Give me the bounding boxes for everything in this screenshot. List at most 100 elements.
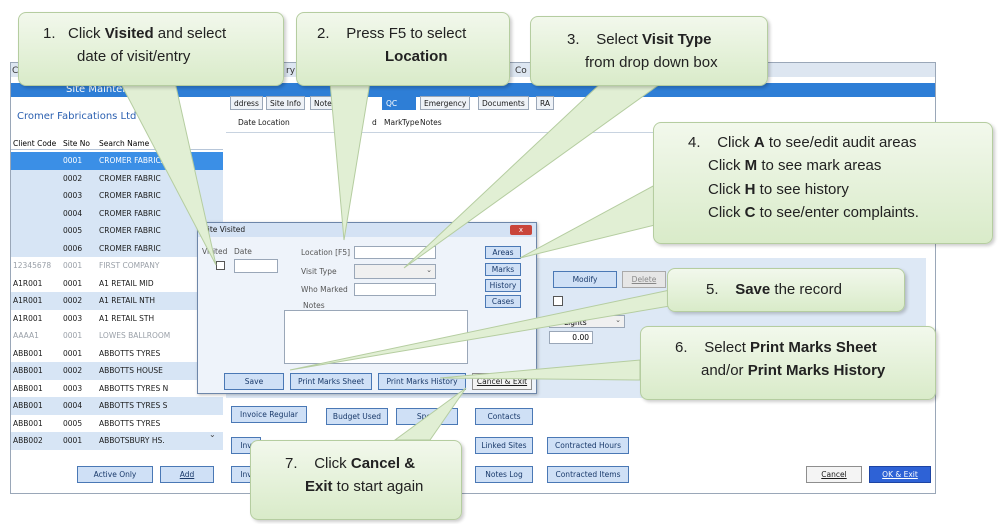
callout-2-text: Press F5 to select [346, 25, 467, 42]
dialog-title: Site Visited [198, 223, 536, 237]
visit-type-select[interactable]: ⌄ [354, 264, 436, 279]
list-cell-name: FIRST COMPANY [99, 261, 160, 270]
contracted-hours-button[interactable]: Contracted Hours [547, 437, 629, 454]
linked-sites-button[interactable]: Linked Sites [475, 437, 533, 454]
tab-ra[interactable]: RA [536, 96, 555, 110]
chevron-down-icon: ⌄ [615, 316, 621, 324]
callout-5-text: the record [770, 281, 842, 298]
tab-emergency[interactable]: Emergency [420, 96, 471, 110]
who-marked-field[interactable] [354, 283, 436, 296]
cases-button[interactable]: Cases [485, 295, 521, 308]
tab-documents[interactable]: Documents [478, 96, 529, 110]
callout-7-bold-1: Cancel & [350, 455, 416, 472]
callout-6-text: Select [704, 339, 751, 356]
save-button[interactable]: Save [224, 373, 284, 390]
tab-address[interactable]: ddress [230, 96, 263, 110]
callout-4-post-4: to see/enter complaints. [755, 203, 919, 221]
print-marks-sheet-button[interactable]: Print Marks Sheet [290, 373, 372, 390]
history-button[interactable]: History [485, 279, 521, 292]
tab-qc[interactable]: QC [382, 96, 416, 110]
contracted-items-button[interactable]: Contracted Items [547, 466, 629, 483]
modify-button[interactable]: Modify [553, 271, 617, 288]
chevron-down-icon: ⌄ [426, 266, 432, 274]
special-button[interactable]: Speci [396, 408, 458, 425]
cancel-button[interactable]: Cancel [806, 466, 862, 483]
title-fragment-mid: ry [286, 66, 296, 76]
active-only-button[interactable]: Active Only [77, 466, 153, 483]
callout-1-number: 1. [43, 25, 56, 42]
cancel-exit-button[interactable]: Cancel & Exit [472, 373, 532, 390]
notes-log-button[interactable]: Notes Log [475, 466, 533, 483]
callout-4-number: 4. [688, 134, 701, 151]
date-label: Date [234, 247, 252, 256]
notes-textarea[interactable] [284, 310, 468, 364]
breadcrumb: Site Maintenance [66, 84, 153, 95]
location-field[interactable] [354, 246, 436, 259]
print-marks-history-button[interactable]: Print Marks History [378, 373, 466, 390]
tab-notes[interactable]: Note [310, 96, 336, 110]
budget-used-button[interactable]: Budget Used [326, 408, 388, 425]
date-field[interactable] [234, 259, 278, 273]
list-item[interactable]: 0004 CROMER FABRIC [11, 204, 223, 222]
callout-7-text: Click [314, 455, 351, 472]
areas-button[interactable]: Areas [485, 246, 521, 259]
callout-1-bold: Visited [104, 25, 154, 42]
site-list-header: Client Code Site No Search Name [11, 136, 223, 150]
callout-4-text-1: Click [717, 134, 754, 151]
tab-site-info[interactable]: Site Info [266, 96, 305, 110]
list-header-client-code: Client Code [13, 139, 57, 148]
callout-4-text-2: Click [708, 157, 745, 175]
callout-4-text-4: Click [708, 203, 745, 221]
callout-4-bold-3: H [744, 180, 756, 198]
ok-exit-button[interactable]: OK & Exit [869, 466, 931, 483]
list-cell-code: 12345678 [13, 261, 52, 270]
list-cell-code: A1R001 [13, 278, 43, 288]
grid-header-location: Location [258, 118, 290, 127]
list-cell-code: ABB002 [13, 436, 43, 445]
add-button[interactable]: Add [160, 466, 214, 483]
list-cell-site: 0002 [63, 173, 83, 183]
close-icon[interactable]: x [510, 225, 532, 235]
list-cell-code: ABB001 [13, 418, 43, 428]
list-cell-name: ABBOTTS TYRES [99, 418, 161, 428]
contacts-button[interactable]: Contacts [475, 408, 533, 425]
callout-6-bold-2: Print Marks History [747, 361, 886, 379]
delete-button[interactable]: Delete [622, 271, 666, 288]
list-scroll-down-icon[interactable]: ⌄ [209, 430, 216, 439]
callout-3-bold: Visit Type [642, 31, 712, 48]
visited-checkbox[interactable] [216, 261, 225, 270]
list-cell-site: 0004 [63, 208, 83, 218]
lighting-select[interactable]: Lights ⌄ [549, 315, 625, 328]
grid-header-mark: Mark [384, 118, 403, 127]
list-cell-name: LOWES BALLROOM [99, 331, 171, 340]
list-cell-code: ABB001 [13, 383, 43, 393]
visited-label: Visited [202, 247, 228, 256]
amount-field[interactable]: 0.00 [549, 331, 593, 344]
callout-1-text-2: and select [153, 25, 227, 42]
invoice-regular-button[interactable]: Invoice Regular [231, 406, 307, 423]
detail-checkbox[interactable] [553, 296, 563, 306]
callout-4-post-3: to see history [755, 180, 849, 198]
marks-button[interactable]: Marks [485, 263, 521, 276]
list-cell-name: A1 RETAIL STH [99, 313, 155, 323]
list-cell-name: CROMER FABRICAT [99, 156, 170, 165]
callout-2-bold: Location [385, 47, 448, 65]
list-cell-name: CROMER FABRIC [99, 208, 161, 218]
list-cell-site: 0001 [63, 278, 83, 288]
